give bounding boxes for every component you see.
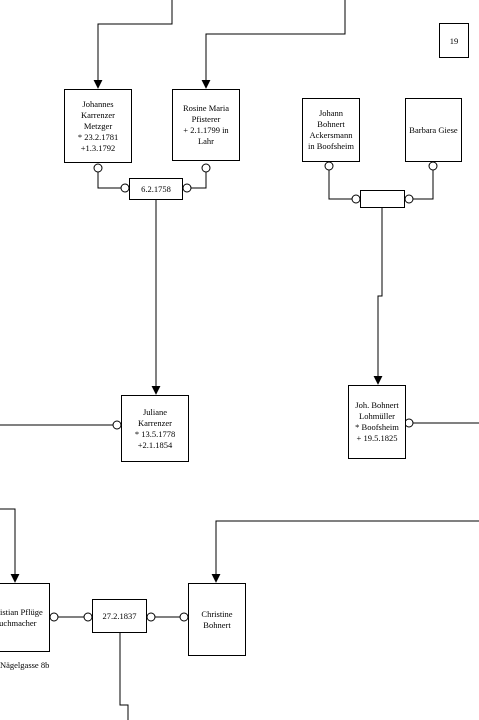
- marriage-date-3[interactable]: 27.2.1837: [92, 599, 147, 633]
- connector-dot: [351, 194, 361, 204]
- person-christine-bohnert[interactable]: Christine Bohnert: [188, 583, 246, 656]
- connector-dot: [112, 420, 122, 430]
- person-rosine-pfisterer[interactable]: Rosine Maria Pfisterer + 2.1.1799 in Lah…: [172, 89, 240, 161]
- connector-dot: [324, 161, 334, 171]
- connector-dot: [182, 183, 192, 193]
- connector-dot: [120, 183, 130, 193]
- address-note: Nägelgasse 8b: [0, 660, 50, 670]
- connector-dot: [93, 163, 103, 173]
- connector-dot: [146, 612, 156, 622]
- person-christian-pfluege[interactable]: Christian Pflüge Buchmacher: [0, 583, 50, 652]
- person-juliane-karrenzer[interactable]: Juliane Karrenzer * 13.5.1778 +2.1.1854: [121, 395, 189, 462]
- marriage-date-2[interactable]: [360, 190, 405, 208]
- page-number: 19: [439, 23, 469, 58]
- person-johann-bohnert[interactable]: Johann Bohnert Ackersmann in Boofsheim: [302, 98, 360, 162]
- line-m2-to-joh: [373, 207, 383, 385]
- person-johannes-karrenzer[interactable]: Johannes Karrenzer Metzger * 23.2.1781 +…: [64, 89, 132, 163]
- connector-dot: [49, 612, 59, 622]
- connector-dot: [404, 418, 414, 428]
- marriage-date-1[interactable]: 6.2.1758: [129, 178, 183, 200]
- line-to-christian: [0, 508, 20, 583]
- connector-dot: [83, 612, 93, 622]
- line-to-johannes: [93, 0, 173, 89]
- connector-dot: [404, 194, 414, 204]
- line-to-rosine: [201, 0, 346, 89]
- person-barbara-giese[interactable]: Barbara Giese: [405, 98, 462, 162]
- connector-dot: [428, 161, 438, 171]
- connector-dot: [201, 163, 211, 173]
- person-joh-bohnert[interactable]: Joh. Bohnert Lohmüller * Boofsheim + 19.…: [348, 385, 406, 459]
- line-to-christine: [211, 520, 479, 583]
- connector-dot: [179, 612, 189, 622]
